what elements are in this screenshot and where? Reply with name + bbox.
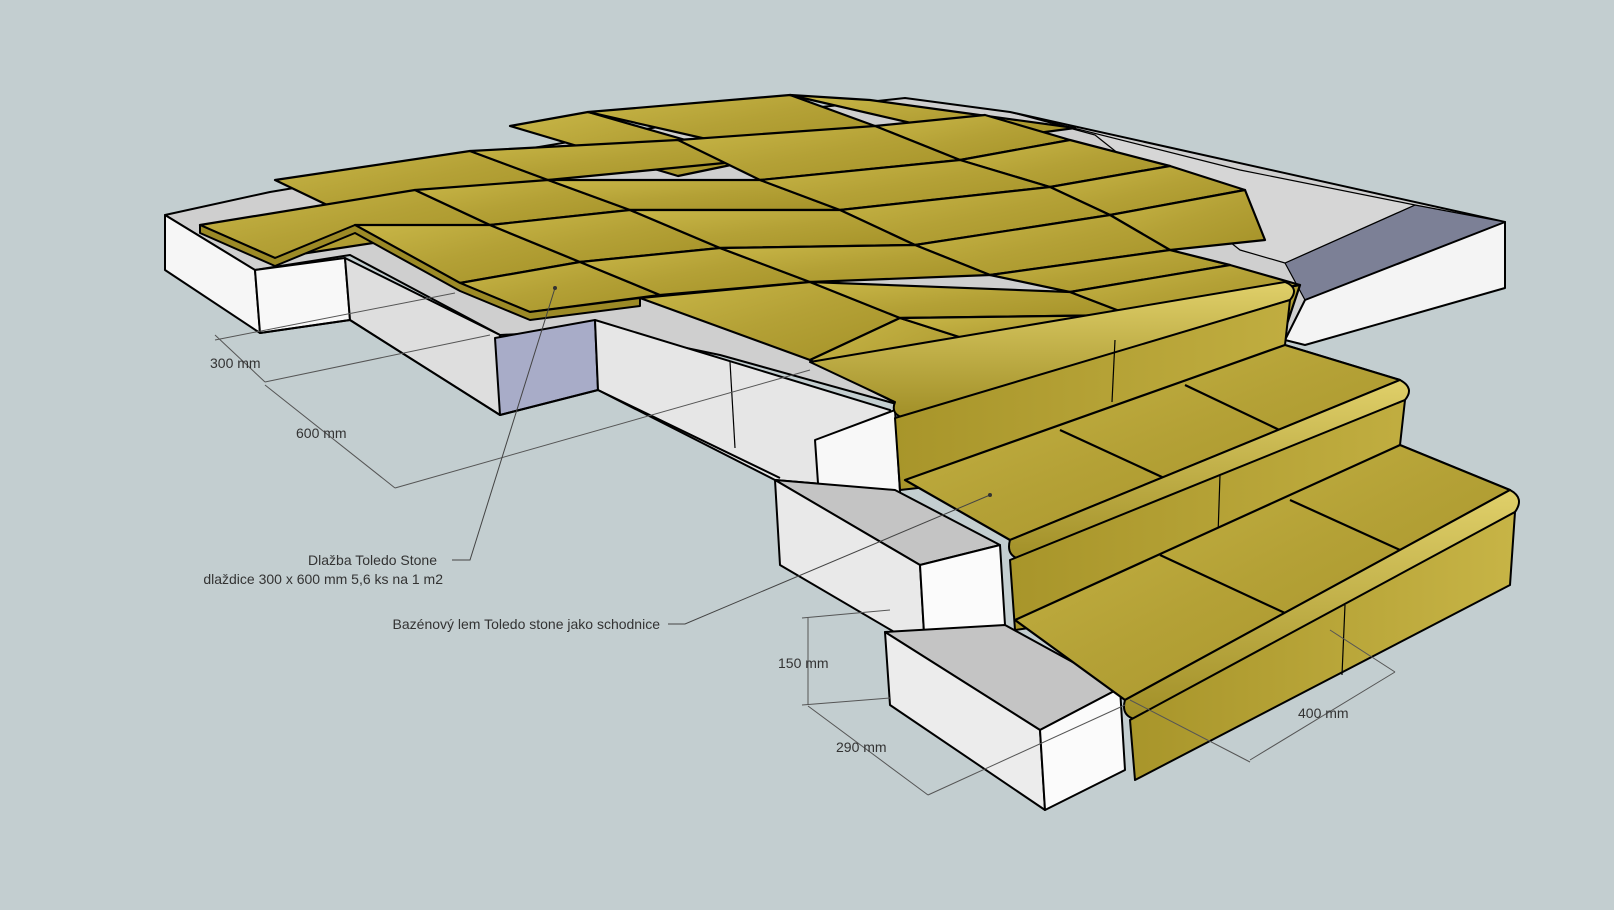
paving-tiles	[198, 93, 1302, 407]
tread-joint	[1289, 498, 1401, 552]
blue-panel	[494, 319, 599, 416]
tread-joint	[1159, 554, 1301, 621]
tile-slab-edge	[199, 224, 641, 321]
callout-coping: Bazénový lem Toledo stone jako schodnice	[393, 616, 661, 632]
callout-paving-title: Dlažba Toledo Stone	[308, 552, 437, 568]
block-joint	[729, 361, 736, 449]
callout-leaders	[452, 286, 992, 625]
dim-300-label: 300 mm	[210, 355, 261, 371]
riser-joint	[1111, 339, 1116, 403]
tread-joint	[1184, 384, 1291, 436]
base-right-face	[1284, 221, 1506, 346]
tread-joint	[1059, 429, 1176, 484]
riser-3	[1129, 511, 1516, 781]
riser-joint	[1217, 474, 1221, 536]
riser-joint	[1341, 604, 1346, 676]
dim-290-label: 290 mm	[836, 739, 887, 755]
dim-150-label: 150 mm	[778, 655, 829, 671]
dim-600-label: 600 mm	[296, 425, 347, 441]
base-step2-block	[1039, 687, 1126, 811]
step-coping	[809, 281, 1520, 781]
callout-paving-detail: dlaždice 300 x 600 mm 5,6 ks na 1 m2	[203, 571, 443, 587]
dim-400-label: 400 mm	[1298, 705, 1349, 721]
dimension-lines	[214, 292, 1396, 796]
base-bottom-edge	[259, 319, 781, 479]
